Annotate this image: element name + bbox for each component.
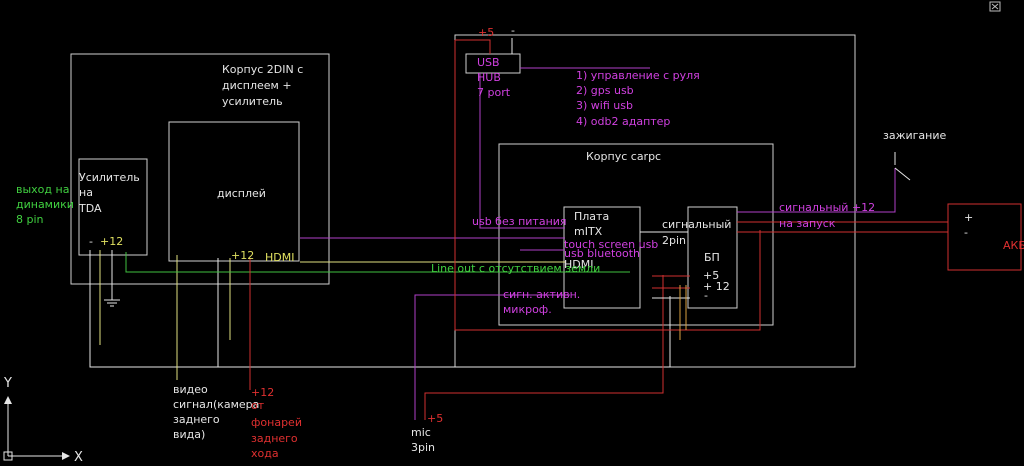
display-plus12-label: +12 bbox=[231, 249, 254, 262]
on-start-label: на запуск bbox=[779, 217, 836, 230]
usb-minus-label: - bbox=[511, 24, 515, 37]
amplifier-box bbox=[78, 158, 148, 256]
display-label: дисплей bbox=[217, 187, 266, 200]
usb-device-2: 2) gps usb bbox=[576, 84, 634, 97]
mic-label-2: 3pin bbox=[411, 441, 435, 454]
axis-x-label: X bbox=[74, 450, 83, 465]
mic-plus5-wire bbox=[424, 275, 664, 420]
ignition-label: зажигание bbox=[883, 129, 947, 142]
ignition-switch-icon bbox=[894, 152, 911, 181]
video-signal-label-4: вида) bbox=[173, 428, 205, 441]
psu-plus12-label: + 12 bbox=[703, 280, 730, 293]
case-2din-label-2: дисплеем + bbox=[222, 79, 292, 92]
usb-bluetooth-label: usb bluetooth bbox=[564, 247, 640, 260]
mitx-label-2: mITX bbox=[574, 225, 603, 238]
battery-label: АКБ bbox=[1003, 239, 1024, 252]
carpc-case-box bbox=[498, 143, 774, 326]
usb-hub-label-2: HUB bbox=[477, 71, 501, 84]
window-close-icon[interactable] bbox=[989, 1, 1001, 12]
line-out-wire bbox=[125, 252, 630, 273]
ground-wire bbox=[89, 250, 671, 368]
video-signal-label-1: видео bbox=[173, 383, 208, 396]
psu-label: БП bbox=[704, 251, 720, 264]
line-out-label: Line out с отсутствием земли bbox=[431, 262, 600, 275]
usb-device-3: 3) wifi usb bbox=[576, 99, 633, 112]
mic-plus5-label: +5 bbox=[427, 412, 443, 425]
display-hdmi-label: HDMI bbox=[265, 251, 294, 264]
case-2din-label-3: усилитель bbox=[222, 95, 283, 108]
signal-mic-label-2: микроф. bbox=[503, 303, 552, 316]
amplifier-label-2: на bbox=[79, 186, 93, 199]
usb-plus5-label: +5 bbox=[478, 26, 494, 39]
psu-minus-label: - bbox=[704, 289, 708, 302]
video-signal-label-3: заднего bbox=[173, 413, 220, 426]
amp-plus12-label: +12 bbox=[100, 235, 123, 248]
carpc-case-label: Корпус carpc bbox=[586, 150, 661, 163]
mic-label-1: mic bbox=[411, 426, 431, 439]
amp-minus-label: - bbox=[89, 235, 93, 248]
signal-2pin-label-2: 2pin bbox=[662, 234, 686, 247]
usb-hub-label-1: USB bbox=[477, 56, 500, 69]
usb-no-power-wire bbox=[479, 73, 565, 229]
usb-hub-box bbox=[465, 53, 521, 74]
amplifier-label-1: Усилитель bbox=[79, 171, 140, 184]
hub-to-psu-wire bbox=[454, 40, 761, 331]
signal-plus12-wire bbox=[737, 180, 896, 213]
reverse-plus12-label: +12 bbox=[251, 386, 274, 399]
usb-hub-power-wire bbox=[455, 39, 491, 54]
psu-box bbox=[687, 206, 738, 309]
reverse-lights-label-3: заднего bbox=[251, 432, 298, 445]
case-2din-box bbox=[70, 53, 330, 285]
axis-y-label: Y bbox=[3, 376, 12, 391]
ground-symbol-icon bbox=[104, 250, 120, 307]
mic-wire bbox=[414, 294, 570, 420]
battery-plus-label: + bbox=[964, 211, 973, 224]
battery-minus-label: - bbox=[964, 226, 968, 239]
speakers-out-label-1: выход на bbox=[16, 183, 69, 196]
speakers-out-label-3: 8 pin bbox=[16, 213, 44, 226]
reverse-lights-label-4: хода bbox=[251, 447, 279, 460]
battery-box bbox=[947, 203, 1022, 271]
signal-mic-label-1: сигн. активн. bbox=[503, 288, 580, 301]
speakers-out-label-2: динамики bbox=[16, 198, 74, 211]
usb-device-1: 1) управление с руля bbox=[576, 69, 700, 82]
amplifier-label-3: TDA bbox=[78, 202, 102, 215]
usb-device-4: 4) odb2 адаптер bbox=[576, 115, 670, 128]
reverse-lights-label-1: от bbox=[251, 399, 265, 412]
video-signal-label-2: сигнал(камера bbox=[173, 398, 259, 411]
usb-no-power-label: usb без питания bbox=[472, 215, 567, 228]
signal-plus12-label: сигнальный +12 bbox=[779, 201, 875, 214]
case-2din-label-1: Корпус 2DIN с bbox=[222, 63, 303, 76]
usb-hub-label-3: 7 port bbox=[477, 86, 511, 99]
reverse-lights-label-2: фонарей bbox=[251, 416, 302, 429]
mitx-label-1: Плата bbox=[574, 210, 609, 223]
psu-plus5-label: +5 bbox=[703, 269, 719, 282]
display-box bbox=[168, 121, 300, 262]
board-hdmi-label: HDMI bbox=[564, 258, 593, 271]
touch-usb-label: touch screen usb bbox=[564, 238, 658, 251]
axis-indicator-icon bbox=[3, 396, 70, 461]
mitx-board-box bbox=[563, 206, 641, 309]
signal-2pin-label-1: сигнальный bbox=[662, 218, 731, 231]
